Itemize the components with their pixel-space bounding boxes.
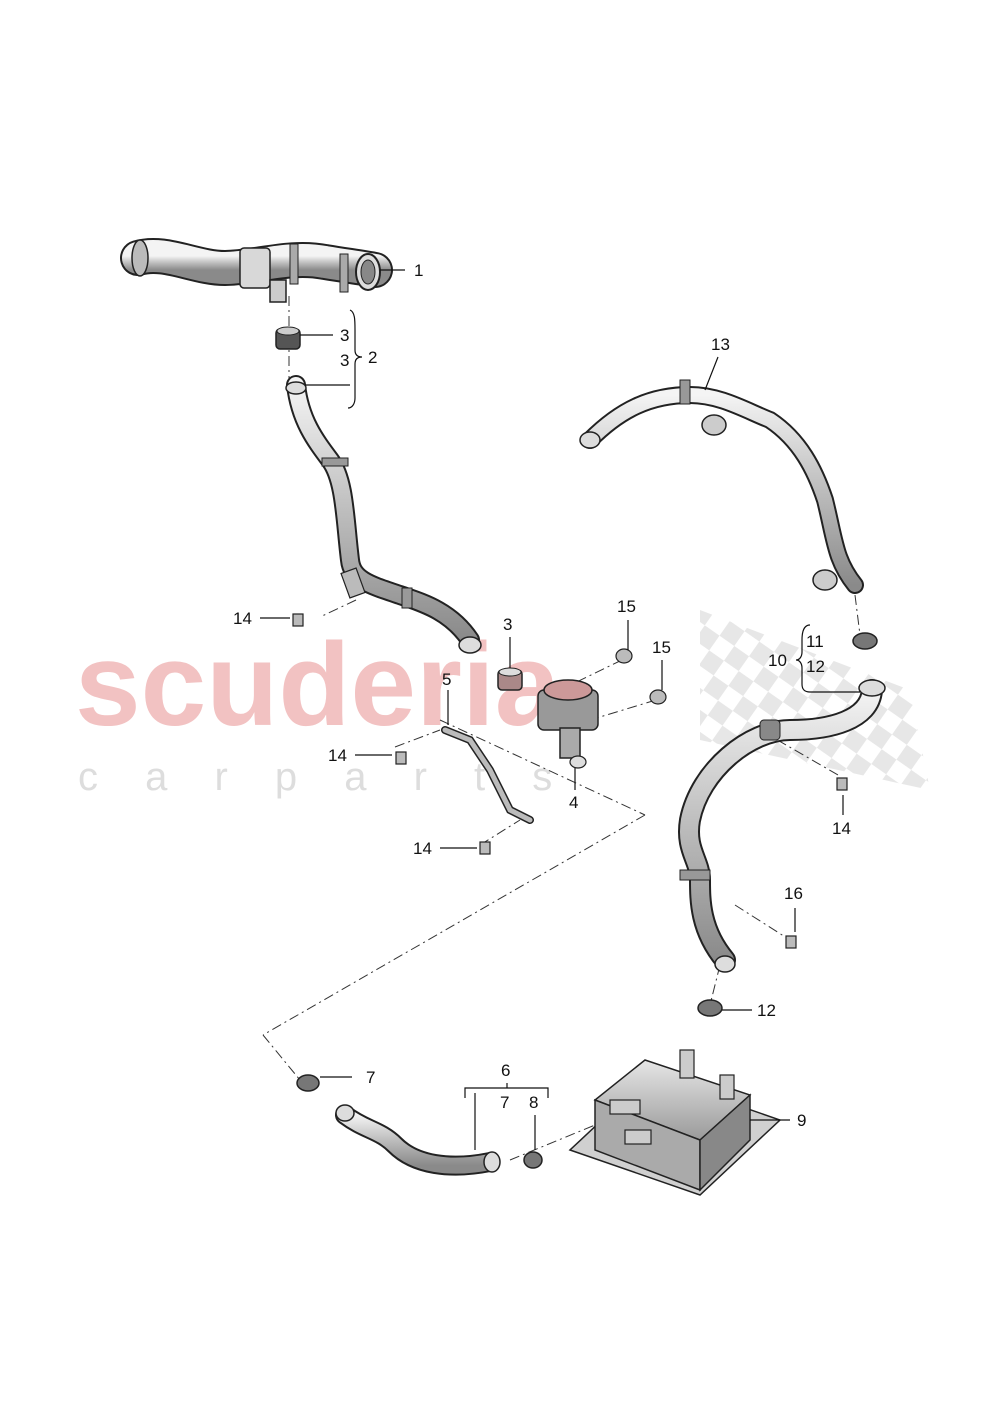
callout-2: 2 — [368, 348, 377, 367]
part-13-coolant-pipe — [579, 379, 864, 594]
callout-13: 13 — [711, 335, 730, 354]
callout-4: 4 — [569, 793, 578, 812]
part-5-bracket — [441, 726, 534, 824]
callout-14-c: 14 — [413, 839, 432, 858]
callout-15-b: 15 — [652, 638, 671, 657]
part-1-intake-pipe — [120, 237, 393, 303]
part-12-coolant-hose — [678, 679, 886, 973]
part-16-bolt — [785, 935, 797, 949]
callout-8: 8 — [529, 1093, 538, 1112]
part-11-clamp — [852, 632, 878, 650]
callout-12-top: 12 — [806, 657, 825, 676]
callout-6: 6 — [501, 1061, 510, 1080]
callout-16: 16 — [784, 884, 803, 903]
callout-labels: 1 3 3 2 14 3 5 14 4 14 15 15 13 11 10 12… — [233, 261, 851, 1130]
callout-7-left: 7 — [366, 1068, 375, 1087]
callout-3-top: 3 — [340, 326, 349, 345]
callout-5: 5 — [442, 670, 451, 689]
part-9-oil-cooler — [568, 1049, 782, 1196]
callout-12-bottom: 12 — [757, 1001, 776, 1020]
callout-7-right: 7 — [500, 1093, 509, 1112]
callout-14-d: 14 — [832, 819, 851, 838]
part-7-clamp — [296, 1074, 320, 1092]
part-8-clamp — [523, 1151, 543, 1169]
part-4-valve — [537, 679, 599, 769]
part-3-seal-middle — [497, 667, 523, 691]
part-15-nuts — [615, 648, 667, 705]
part-14-bolts — [292, 613, 848, 855]
part-3-seal-top — [275, 326, 301, 350]
callout-3-middle: 3 — [503, 615, 512, 634]
leader-lines — [260, 269, 860, 1150]
part-2-coolant-hose — [285, 375, 482, 654]
callout-1: 1 — [414, 261, 423, 280]
callout-15-a: 15 — [617, 597, 636, 616]
watermark-brand: scuderia — [75, 619, 562, 751]
callout-11: 11 — [806, 632, 824, 651]
callout-10: 10 — [768, 651, 787, 670]
part-6-coolant-hose — [335, 1104, 501, 1176]
callout-3-second: 3 — [340, 351, 349, 370]
part-12-clamp — [697, 999, 723, 1017]
watermark: scuderia c a r p a r t s — [75, 610, 930, 799]
callout-14-b: 14 — [328, 746, 347, 765]
watermark-tagline: c a r p a r t s — [78, 755, 570, 799]
callout-14-a: 14 — [233, 609, 252, 628]
callout-9: 9 — [797, 1111, 806, 1130]
